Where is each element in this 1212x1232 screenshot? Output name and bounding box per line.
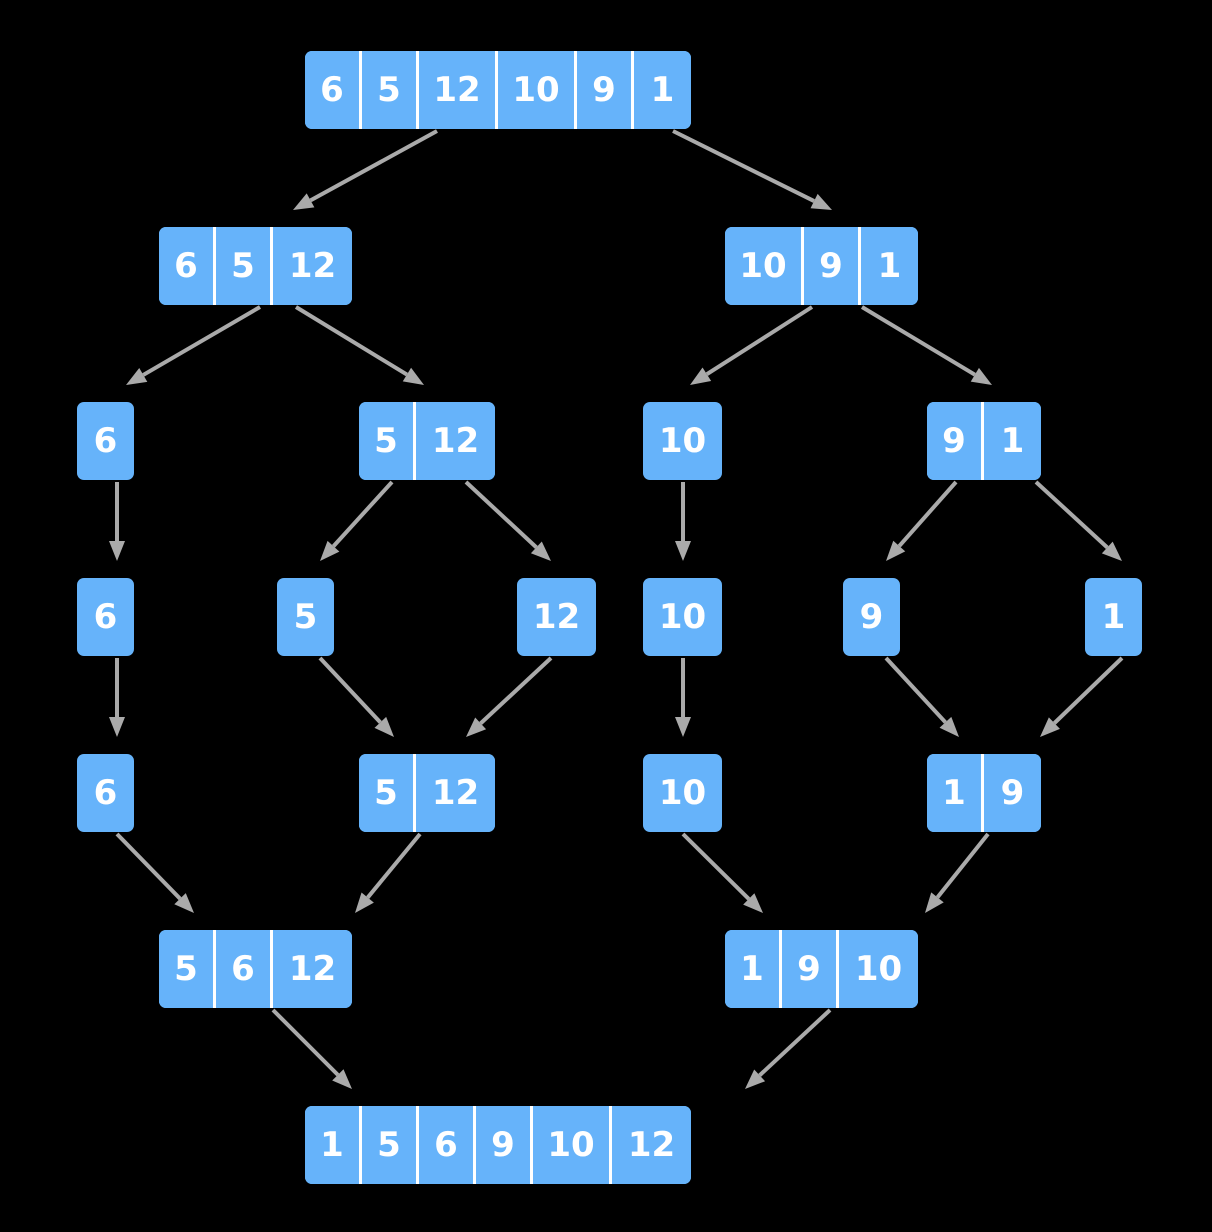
array-node: 10 [643,402,722,480]
array-cell: 6 [77,754,134,832]
edge-arrow-pass [109,658,125,737]
edge-arrow-split [860,305,992,385]
array-cell: 12 [273,227,352,305]
array-cell: 10 [643,578,722,656]
array-cell: 9 [927,402,984,480]
array-cell: 6 [159,227,216,305]
array-cell: 9 [984,754,1041,832]
edge-arrow-merge [1040,656,1124,737]
edge-arrow-split [464,480,551,561]
array-cell: 12 [419,51,498,129]
array-cell: 9 [577,51,634,129]
array-node: 9 [843,578,900,656]
array-cell: 6 [77,402,134,480]
array-node: 10 [643,578,722,656]
edge-arrow-merge [884,656,959,737]
array-cell: 5 [159,930,216,1008]
array-cell: 10 [643,402,722,480]
array-cell: 1 [984,402,1041,480]
edge-arrow-merge [318,656,394,737]
array-cell: 6 [419,1106,476,1184]
array-node: 5 [277,578,334,656]
edge-arrow-split [1034,480,1122,561]
array-cell: 12 [517,578,596,656]
array-cell: 6 [216,930,273,1008]
array-cell: 6 [305,51,362,129]
array-node: 6 [77,754,134,832]
array-cell: 1 [725,930,782,1008]
array-node: 12 [517,578,596,656]
array-cell: 9 [804,227,861,305]
array-cell: 5 [362,1106,419,1184]
edge-arrow-split [886,480,958,561]
edge-arrow-merge [271,1008,352,1089]
array-cell: 1 [927,754,984,832]
edge-arrow-split [294,305,424,385]
array-cell: 5 [362,51,419,129]
array-cell: 9 [476,1106,533,1184]
edge-arrow-pass [675,482,691,561]
array-cell: 9 [782,930,839,1008]
edge-arrow-merge [466,656,553,737]
array-cell: 12 [612,1106,691,1184]
edge-arrow-split [126,305,262,385]
array-cell: 10 [839,930,918,1008]
array-cell: 5 [359,402,416,480]
array-node: 6 [77,402,134,480]
array-cell: 12 [273,930,352,1008]
edge-arrow-merge [925,832,990,913]
edge-arrow-merge [115,832,194,913]
array-cell: 10 [498,51,577,129]
array-cell: 12 [416,754,495,832]
edge-arrow-pass [109,482,125,561]
edge-arrow-split [293,129,438,210]
array-cell: 10 [533,1106,612,1184]
edge-arrow-merge [681,832,763,913]
array-cell: 10 [725,227,804,305]
array-node: 10 [643,754,722,832]
array-cell: 5 [216,227,273,305]
array-cell: 1 [305,1106,362,1184]
edge-arrow-pass [675,658,691,737]
array-cell: 12 [416,402,495,480]
array-cell: 9 [843,578,900,656]
edge-arrow-merge [745,1008,832,1089]
edge-arrow-split [690,305,814,385]
array-cell: 6 [77,578,134,656]
array-cell: 1 [634,51,691,129]
array-cell: 1 [861,227,918,305]
array-cell: 10 [643,754,722,832]
edge-arrow-split [672,129,832,210]
array-node: 6 [77,578,134,656]
array-cell: 5 [359,754,416,832]
edge-arrow-merge [355,832,422,913]
edge-arrow-split [320,480,394,561]
array-cell: 5 [277,578,334,656]
array-cell: 1 [1085,578,1142,656]
array-node: 1 [1085,578,1142,656]
